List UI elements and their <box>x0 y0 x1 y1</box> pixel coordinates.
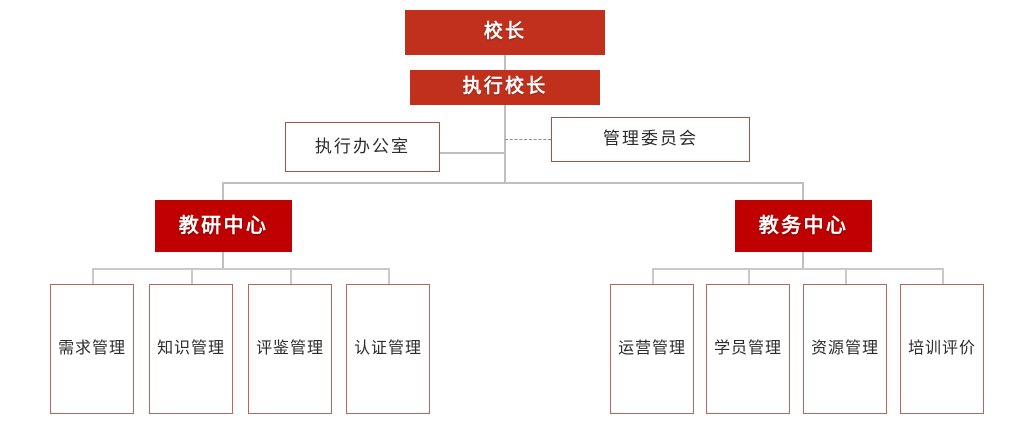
node-leaf-resource-management[interactable]: 资源管理 <box>803 284 887 414</box>
connector-principal-to-executive <box>504 55 506 71</box>
node-academic-center[interactable]: 教务中心 <box>735 200 872 252</box>
node-leaf-operations-management[interactable]: 运营管理 <box>610 284 694 414</box>
node-management-committee[interactable]: 管理委员会 <box>551 117 750 162</box>
node-leaf-student-management[interactable]: 学员管理 <box>706 284 790 414</box>
connector-drop-leaf-l1 <box>92 268 94 284</box>
connector-center-bus <box>222 182 804 184</box>
connector-drop-leaf-r3 <box>845 268 847 284</box>
node-leaf-certification-management[interactable]: 认证管理 <box>346 284 430 414</box>
node-principal[interactable]: 校长 <box>405 10 605 55</box>
connector-research-center-stem <box>222 252 224 268</box>
node-leaf-demand-management[interactable]: 需求管理 <box>50 284 134 414</box>
connector-academic-center-stem <box>802 252 804 268</box>
node-research-center[interactable]: 教研中心 <box>155 200 292 252</box>
node-leaf-knowledge-management[interactable]: 知识管理 <box>149 284 233 414</box>
connector-research-bus <box>92 268 389 270</box>
connector-drop-leaf-l3 <box>290 268 292 284</box>
node-leaf-training-evaluation[interactable]: 培训评价 <box>900 284 984 414</box>
connector-drop-leaf-r4 <box>942 268 944 284</box>
node-executive-principal[interactable]: 执行校长 <box>410 70 600 105</box>
connector-drop-leaf-r2 <box>748 268 750 284</box>
connector-management-committee-dashed <box>505 139 551 140</box>
connector-drop-leaf-l4 <box>388 268 390 284</box>
connector-executive-spine <box>504 105 506 183</box>
connector-drop-academic-center <box>802 182 804 200</box>
connector-executive-office <box>440 152 505 154</box>
connector-drop-leaf-r1 <box>652 268 654 284</box>
node-executive-office[interactable]: 执行办公室 <box>285 122 440 172</box>
connector-academic-bus <box>652 268 943 270</box>
node-leaf-appraisal-management[interactable]: 评鉴管理 <box>248 284 332 414</box>
connector-drop-leaf-l2 <box>191 268 193 284</box>
connector-drop-research-center <box>222 182 224 200</box>
